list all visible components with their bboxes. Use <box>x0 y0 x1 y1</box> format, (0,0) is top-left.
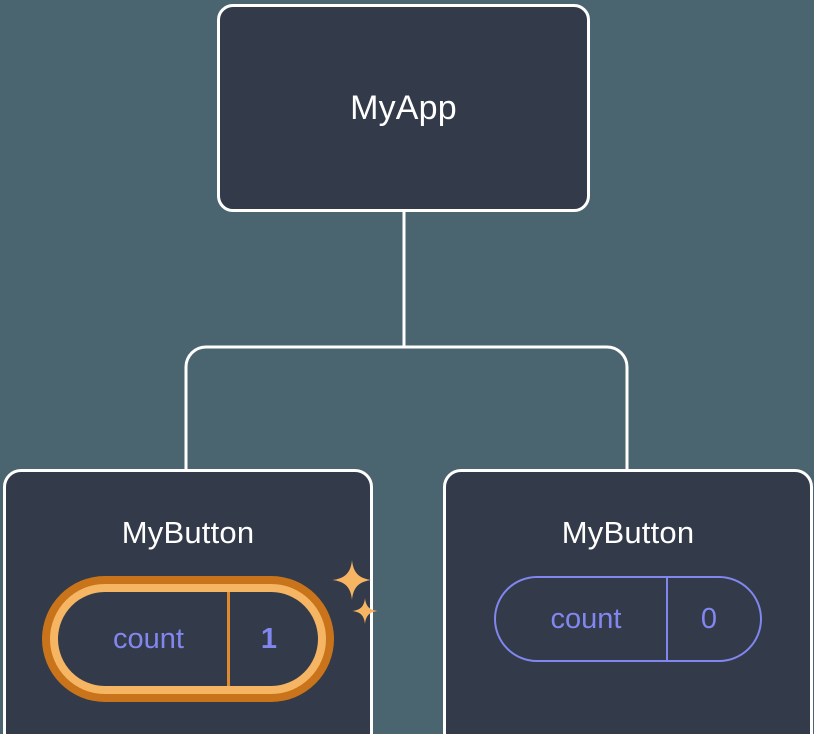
pill-divider <box>666 578 668 660</box>
state-key-label: count <box>113 622 184 655</box>
state-pill-plain[interactable]: count 0 <box>494 576 762 662</box>
state-pill-wrap-left: count 1 <box>42 560 378 702</box>
pill-core: count 1 <box>58 592 318 686</box>
edge-branch-right <box>404 345 629 469</box>
node-mybutton-left[interactable]: MyButton count 1 <box>3 469 378 734</box>
node-mybutton-right-title: MyButton <box>561 515 695 550</box>
state-key-label: count <box>550 602 622 635</box>
pill-divider <box>227 592 230 686</box>
state-pill-highlighted[interactable]: count 1 <box>42 576 334 702</box>
node-mybutton-left-title: MyButton <box>121 515 255 550</box>
pill-inner-ring: count 1 <box>50 584 326 694</box>
node-mybutton-right[interactable]: MyButton count 0 <box>443 469 813 734</box>
sparkle-small-icon <box>352 598 378 624</box>
sparkle-large-icon <box>332 560 372 600</box>
node-myapp[interactable]: MyApp <box>217 4 590 212</box>
node-myapp-title: MyApp <box>350 89 457 127</box>
state-value-label: 0 <box>700 602 718 635</box>
state-value-label: 1 <box>260 622 278 655</box>
state-pill-wrap-right: count 0 <box>494 576 762 662</box>
edge-branch-left <box>184 345 404 469</box>
